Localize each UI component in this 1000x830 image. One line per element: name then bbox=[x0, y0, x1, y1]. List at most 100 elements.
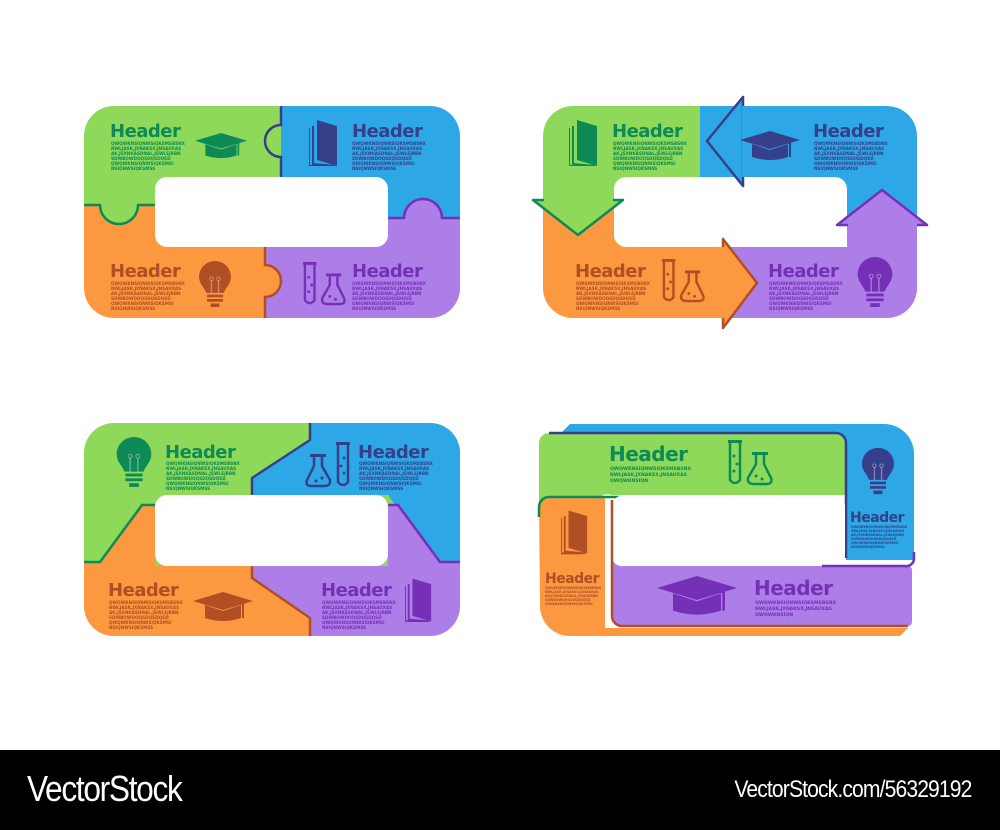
segment-header: Header bbox=[358, 442, 429, 463]
svg-text:NSIQNWSIQKSMSS: NSIQNWSIQKSMSS bbox=[769, 306, 813, 311]
diagram-arrow-cycle: Header QWQWKNSIQNWSIQKSMSBSNXNWLJASK,JXN… bbox=[531, 95, 929, 330]
svg-text:QWQWKNSIQNWSIQKSMSI: QWQWKNSIQNWSIQKSMSI bbox=[576, 301, 639, 306]
svg-text:QWQWKNSIQNWSIQKSMSI: QWQWKNSIQNWSIQKSMSI bbox=[851, 541, 899, 545]
svg-text:NSIQNWSIQKSMSS: NSIQNWSIQKSMSS bbox=[352, 166, 396, 171]
svg-text:QWQWKNSIQNWSIQKSMSI: QWQWKNSIQNWSIQKSMSI bbox=[545, 602, 593, 606]
book-icon bbox=[561, 509, 589, 555]
center-hole bbox=[612, 495, 845, 567]
svg-text:SDWBOWDOQSDQSDQSD: SDWBOWDOQSDQSDQSD bbox=[322, 615, 382, 620]
svg-text:QWQWKNSIQNWSIQKSMSI: QWQWKNSIQNWSIQKSMSI bbox=[359, 481, 422, 486]
svg-text:NWLJASK,JXNAKSX,JNSAUXAS: NWLJASK,JXNAKSX,JNSAUXAS bbox=[109, 605, 179, 610]
svg-text:AK,JSXNKASDNAL,JSWLEJRBN: AK,JSXNKASDNAL,JSWLEJRBN bbox=[359, 471, 429, 476]
svg-text:QWQWKNSIQNWSIQKSMSI: QWQWKNSIQNWSIQKSMSI bbox=[111, 301, 174, 306]
svg-text:NWLJASK,JXNAKSX,JNSAUXAS: NWLJASK,JXNAKSX,JNSAUXAS bbox=[111, 146, 181, 151]
segment-header: Header bbox=[609, 442, 688, 466]
svg-text:QWQWKNSIQNWSIQKSMSI: QWQWKNSIQNWSIQKSMSI bbox=[166, 481, 229, 486]
svg-text:NWLJASK,JXNAKSX,JNSAUXAS: NWLJASK,JXNAKSX,JNSAUXAS bbox=[352, 146, 422, 151]
svg-text:AK,JSXNKASDNAL,JSWLEJRBN: AK,JSXNKASDNAL,JSWLEJRBN bbox=[109, 610, 179, 615]
svg-text:NSIQNWSIQKSMSS: NSIQNWSIQKSMSS bbox=[359, 486, 403, 491]
svg-text:QWQWKNSIQNWSIQKSMSBSNX: QWQWKNSIQNWSIQKSMSBSNX bbox=[352, 141, 427, 146]
svg-text:QWQWKNSIQNWSIQKSMSBSNX: QWQWKNSIQNWSIQKSMSBSNX bbox=[352, 281, 427, 286]
svg-text:QWQWKNSIQNWSIQKSMSBSNX: QWQWKNSIQNWSIQKSMSBSNX bbox=[755, 600, 837, 606]
svg-text:SDWBOWDOQSDQSDQSD: SDWBOWDOQSDQSDQSD bbox=[814, 156, 874, 161]
svg-text:SDWBOWDOQSDQSDQSD: SDWBOWDOQSDQSDQSD bbox=[769, 296, 829, 301]
svg-text:QWQWKNSIQNWSIQKSMSBSNX: QWQWKNSIQNWSIQKSMSBSNX bbox=[613, 141, 688, 146]
segment-blue bbox=[252, 423, 460, 562]
svg-text:NSIQNWSIQKSMSS: NSIQNWSIQKSMSS bbox=[814, 166, 858, 171]
svg-text:AK,JSXNKASDNAL,JSWLEJRBN: AK,JSXNKASDNAL,JSWLEJRBN bbox=[166, 471, 236, 476]
infographic-canvas: Header QWQWKNSIQNWSIQKSMSBSNXNWLJASK,JXN… bbox=[84, 95, 929, 636]
svg-text:QWQWKNSIQNWSIQKSMSBSNX: QWQWKNSIQNWSIQKSMSBSNX bbox=[576, 281, 651, 286]
svg-text:AK,JSXNKASDNAL,JSWLEJRBN: AK,JSXNKASDNAL,JSWLEJRBN bbox=[576, 291, 646, 296]
segment-body: QWQWKNSIQNWSIQKSMSBSNXNWLJASK,JXNAKSX,JN… bbox=[814, 141, 889, 171]
svg-text:NSIQNWSIQKSMSS: NSIQNWSIQKSMSS bbox=[166, 486, 210, 491]
svg-text:NSIQNWSIQKSMSS: NSIQNWSIQKSMSS bbox=[109, 625, 153, 630]
svg-text:QWQWKNSIQNWSIQKSMSBSNX: QWQWKNSIQNWSIQKSMSBSNX bbox=[545, 586, 602, 590]
svg-text:QWQWKNSIQNWSIQKSMSBSNX: QWQWKNSIQNWSIQKSMSBSNX bbox=[851, 525, 908, 529]
svg-text:QWQWKNSIQNWSIQKSMSI: QWQWKNSIQNWSIQKSMSI bbox=[814, 161, 877, 166]
segment-header: Header bbox=[352, 261, 423, 282]
svg-text:NWLJASK,JXNAKSX,JNSAUXAS: NWLJASK,JXNAKSX,JNSAUXAS bbox=[576, 286, 646, 291]
segment-body: QWQWKNSIQNWSIQKSMSBSNXNWLJASK,JXNAKSX,JN… bbox=[755, 600, 837, 618]
svg-text:NWLJASK,JXNAKSX,JNSAUXAS: NWLJASK,JXNAKSX,JNSAUXAS bbox=[545, 590, 599, 594]
svg-text:QWQWKNSIQNWSIQKSMSI: QWQWKNSIQNWSIQKSMSI bbox=[352, 301, 415, 306]
segment-body: QWQWKNSIQNWSIQKSMSBSNXNWLJASK,JXNAKSX,JN… bbox=[352, 281, 427, 311]
segment-body: QWQWKNSIQNWSIQKSMSBSNXNWLJASK,JXNAKSX,JN… bbox=[769, 281, 844, 311]
svg-text:NWLJASK,JXNAKSX,JNSAUXAS: NWLJASK,JXNAKSX,JNSAUXAS bbox=[111, 286, 181, 291]
svg-text:AK,JSXNKASDNAL,JSWLEJRBN: AK,JSXNKASDNAL,JSWLEJRBN bbox=[851, 533, 904, 537]
svg-text:SDWBOWDOQSDQSDQSD: SDWBOWDOQSDQSDQSD bbox=[352, 296, 412, 301]
svg-text:NWLJASK,JXNAKSX,JNSAUXAS: NWLJASK,JXNAKSX,JNSAUXAS bbox=[610, 472, 687, 478]
svg-text:QWQWKNSIQNWSIQKSMSBSNX: QWQWKNSIQNWSIQKSMSBSNX bbox=[111, 281, 186, 286]
svg-text:SDWBOWDOQSDQSDQSD: SDWBOWDOQSDQSDQSD bbox=[109, 615, 169, 620]
svg-text:NWLJASK,JXNAKSX,JNSAUXAS: NWLJASK,JXNAKSX,JNSAUXAS bbox=[814, 146, 884, 151]
svg-text:AK,JSXNKASDNAL,JSWLEJRBN: AK,JSXNKASDNAL,JSWLEJRBN bbox=[111, 291, 181, 296]
segment-body: QWQWKNSIQNWSIQKSMSBSNXNWLJASK,JXNAKSX,JN… bbox=[851, 525, 908, 549]
svg-text:QWQWKNSIQNWSIQKSMSI: QWQWKNSIQNWSIQKSMSI bbox=[322, 620, 385, 625]
segment-header: Header bbox=[110, 261, 181, 282]
image-url: VectorStock.com/56329192 bbox=[734, 776, 973, 803]
diagram-band-cycle: Header QWQWKNSIQNWSIQKSMSBSNXNWLJASK,JXN… bbox=[537, 424, 916, 636]
segment-header: Header bbox=[321, 580, 392, 601]
segment-header: Header bbox=[352, 121, 423, 142]
svg-text:SDWBOWDOQSDQSDQSD: SDWBOWDOQSDQSDQSD bbox=[545, 598, 591, 602]
segment-header: Header bbox=[768, 261, 839, 282]
svg-text:QWQWKNSIQNWSIQKSMSBSNX: QWQWKNSIQNWSIQKSMSBSNX bbox=[359, 461, 434, 466]
svg-text:AK,JSXNKASDNAL,JSWLEJRBN: AK,JSXNKASDNAL,JSWLEJRBN bbox=[111, 151, 181, 156]
segment-header: Header bbox=[813, 121, 884, 142]
svg-text:AK,JSXNKASDNAL,JSWLEJRBN: AK,JSXNKASDNAL,JSWLEJRBN bbox=[322, 610, 392, 615]
svg-text:NSIQNWSIQKSMSS: NSIQNWSIQKSMSS bbox=[613, 166, 657, 171]
svg-text:QWQWKNSIQNWSIQKSMSBSNX: QWQWKNSIQNWSIQKSMSBSNX bbox=[769, 281, 844, 286]
svg-text:NWLJASK,JXNAKSX,JNSAUXAS: NWLJASK,JXNAKSX,JNSAUXAS bbox=[851, 529, 905, 533]
svg-text:AK,JSXNKASDNAL,JSWLEJRBN: AK,JSXNKASDNAL,JSWLEJRBN bbox=[769, 291, 839, 296]
segment-header: Header bbox=[108, 580, 179, 601]
segment-body: QWQWKNSIQNWSIQKSMSBSNXNWLJASK,JXNAKSX,JN… bbox=[166, 461, 241, 491]
svg-text:NSIQNWSIQKSMSS: NSIQNWSIQKSMSS bbox=[851, 545, 885, 549]
svg-text:SDWBOWDOQSDQSDQSD: SDWBOWDOQSDQSDQSD bbox=[359, 476, 419, 481]
svg-text:NWLJASK,JXNAKSX,JNSAUXAS: NWLJASK,JXNAKSX,JNSAUXAS bbox=[322, 605, 392, 610]
segment-header: Header bbox=[575, 261, 646, 282]
segment-header: Header bbox=[110, 121, 181, 142]
segment-header: Header bbox=[754, 576, 833, 600]
brand-logo: VectorStock bbox=[27, 768, 183, 809]
svg-text:NWLJASK,JXNAKSX,JNSAUXAS: NWLJASK,JXNAKSX,JNSAUXAS bbox=[359, 466, 429, 471]
svg-text:NWLJASK,JXNAKSX,JNSAUXAS: NWLJASK,JXNAKSX,JNSAUXAS bbox=[769, 286, 839, 291]
segment-green bbox=[539, 433, 846, 517]
svg-text:AK,JSXNKASDNAL,JSWLEJRBN: AK,JSXNKASDNAL,JSWLEJRBN bbox=[352, 151, 422, 156]
svg-text:QWQWKNSIQN: QWQWKNSIQN bbox=[755, 612, 793, 618]
segment-body: QWQWKNSIQNWSIQKSMSBSNXNWLJASK,JXNAKSX,JN… bbox=[610, 466, 692, 484]
svg-text:QWQWKNSIQN: QWQWKNSIQN bbox=[610, 478, 648, 484]
svg-text:QWQWKNSIQNWSIQKSMSI: QWQWKNSIQNWSIQKSMSI bbox=[111, 161, 174, 166]
svg-text:NSIQNWSIQKSMSS: NSIQNWSIQKSMSS bbox=[111, 306, 155, 311]
svg-text:SDWBOWDOQSDQSDQSD: SDWBOWDOQSDQSDQSD bbox=[111, 296, 171, 301]
segment-orange bbox=[539, 497, 908, 636]
segment-header: Header bbox=[850, 510, 905, 526]
svg-text:QWQWKNSIQNWSIQKSMSI: QWQWKNSIQNWSIQKSMSI bbox=[613, 161, 676, 166]
segment-header: Header bbox=[545, 571, 600, 587]
segment-body: QWQWKNSIQNWSIQKSMSBSNXNWLJASK,JXNAKSX,JN… bbox=[111, 281, 186, 311]
svg-text:QWQWKNSIQNWSIQKSMSI: QWQWKNSIQNWSIQKSMSI bbox=[769, 301, 832, 306]
diagram-slanted-cycle: Header QWQWKNSIQNWSIQKSMSBSNXNWLJASK,JXN… bbox=[84, 423, 460, 636]
svg-text:AK,JSXNKASDNAL,JSWLEJRBN: AK,JSXNKASDNAL,JSWLEJRBN bbox=[613, 151, 683, 156]
svg-text:SDWBOWDOQSDQSDQSD: SDWBOWDOQSDQSDQSD bbox=[576, 296, 636, 301]
book-icon bbox=[405, 578, 433, 622]
svg-text:QWQWKNSIQNWSIQKSMSBSNX: QWQWKNSIQNWSIQKSMSBSNX bbox=[322, 600, 397, 605]
